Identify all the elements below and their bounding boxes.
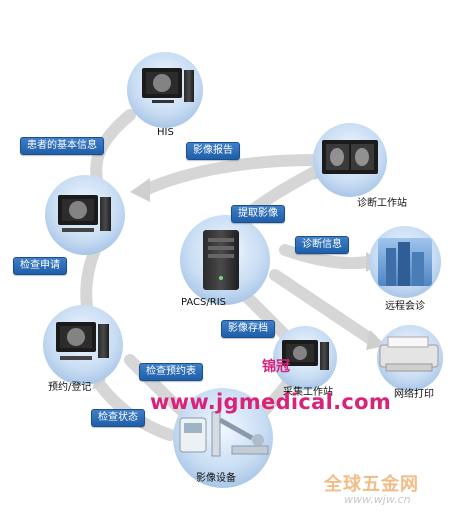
node-label-diagnosis-station: 诊断工作站 — [357, 198, 407, 209]
xray-image-icon — [355, 148, 369, 166]
flow-tag-retrieve-image: 提取影像 — [231, 205, 285, 223]
department-pc-node — [45, 175, 125, 255]
xray-image-icon — [330, 148, 344, 166]
xray-image-icon — [293, 346, 307, 360]
remote-consultation-node — [369, 226, 441, 298]
arrow-pc-to-appointment — [80, 244, 101, 321]
pc-tower-icon — [100, 197, 111, 231]
imaging-device-node — [173, 388, 273, 488]
flow-tag-patient-info: 患者的基本信息 — [20, 137, 104, 155]
corner-logo-url: www.wjw.cn — [344, 493, 411, 506]
flow-tag-image-archive: 影像存档 — [221, 320, 275, 338]
flow-tag-diagnosis-info: 诊断信息 — [295, 236, 349, 254]
pc-tower-icon — [184, 70, 194, 102]
node-label-network-print: 网络打印 — [394, 389, 434, 400]
node-label-pacs-ris: PACS/RIS — [181, 297, 226, 308]
exam-table-icon — [231, 445, 269, 455]
network-printer-node — [377, 325, 443, 391]
pc-tower-icon — [98, 324, 109, 358]
corner-logo-text: 全球五金网 — [324, 474, 419, 495]
xray-image-icon — [67, 328, 85, 346]
flow-tag-image-report: 影像报告 — [186, 142, 240, 160]
node-label-appointment: 预约/登记 — [48, 382, 92, 393]
keyboard-icon — [60, 356, 92, 360]
flow-tag-appointment-form: 检查预约表 — [139, 363, 203, 381]
flow-tag-exam-request: 检查申请 — [13, 257, 67, 275]
xray-image-icon — [69, 201, 87, 219]
arrow-pacs-to-print — [269, 269, 378, 346]
xray-image-icon — [153, 74, 171, 92]
his-node — [127, 52, 203, 128]
c-arm-icon — [218, 417, 254, 441]
node-label-remote-consultation: 远程会诊 — [385, 301, 425, 312]
flow-tag-exam-status: 检查状态 — [91, 409, 145, 427]
watermark-site-url: www.jgmedical.com — [150, 390, 392, 414]
watermark-site-chinese: 锦冠 — [262, 359, 290, 375]
keyboard-icon — [62, 228, 94, 232]
acquisition-station-node — [273, 326, 337, 390]
diagnosis-station-node — [313, 123, 387, 197]
node-label-acquisition-station: 采集工作站 — [283, 387, 333, 398]
appointment-pc-node — [43, 305, 123, 385]
pacs-ris-node — [180, 215, 270, 305]
node-label-imaging-device: 影像设备 — [196, 473, 236, 484]
node-label-his: HIS — [157, 127, 174, 138]
server-icon — [203, 230, 239, 290]
pc-tower-icon — [320, 342, 329, 370]
arrow-diagnosis-to-pc — [139, 154, 321, 196]
